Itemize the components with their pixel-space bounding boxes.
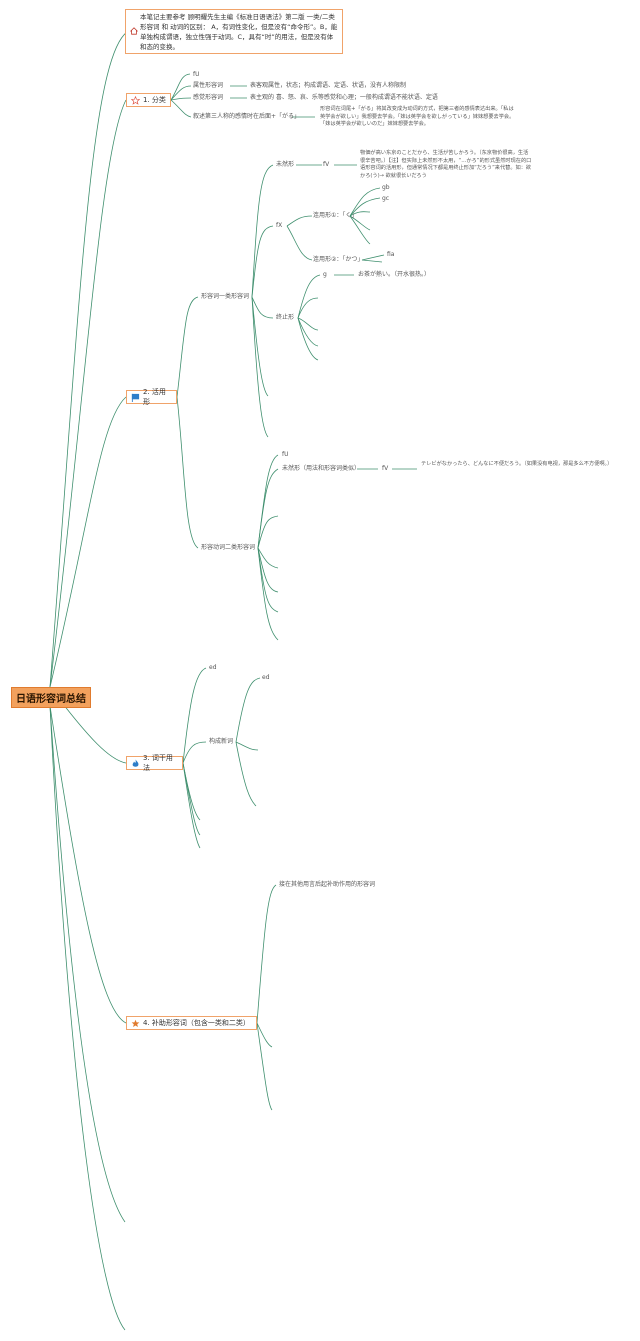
topic-auxiliary-label: 4. 补助形容词（包含一类和二类） bbox=[143, 1019, 250, 1027]
node-i-adjective[interactable]: 形容词一类形容词 bbox=[201, 293, 250, 300]
flag-icon bbox=[131, 393, 140, 402]
flame-icon bbox=[131, 758, 140, 768]
topic-classification[interactable]: 1. 分类 bbox=[126, 93, 171, 107]
node-na-adjective[interactable]: 形容动词二类形容词 bbox=[201, 544, 256, 551]
node-b3-ed[interactable]: ed bbox=[209, 664, 217, 671]
node-ku-gb[interactable]: gb bbox=[382, 184, 390, 191]
topic-conjugation[interactable]: 2. 活用形 bbox=[126, 388, 177, 406]
node-garu[interactable]: 叙述第三人称的感情时在后面+「がる」 bbox=[193, 113, 301, 120]
node-sense-adjective[interactable]: 感觉形容词 bbox=[193, 94, 224, 101]
node-shushikei-g[interactable]: g bbox=[323, 271, 327, 278]
node-katsu-fia[interactable]: fia bbox=[387, 251, 395, 258]
topic-stem-usage[interactable]: 3. 词干用法 bbox=[126, 754, 183, 772]
node-na-fU[interactable]: fU bbox=[282, 451, 289, 458]
node-na-mizenkei-desc[interactable]: テレビがなかったら、どんなに不便だろう。（如果没有电视，那是多么不方便啊。） bbox=[421, 461, 613, 467]
node-new-word-ed[interactable]: ed bbox=[262, 674, 270, 681]
node-sense-desc[interactable]: 表主观的 喜、怒、哀、乐等感觉和心理；一般构成谓语不能状语、定语 bbox=[250, 94, 438, 101]
node-ku-gc[interactable]: gc bbox=[382, 195, 390, 202]
node-mizenkei-code[interactable]: fV bbox=[323, 161, 330, 168]
node-new-word[interactable]: 构成新词 bbox=[209, 738, 234, 745]
node-na-mizenkei-code[interactable]: fV bbox=[382, 465, 389, 472]
topic-stem-usage-label: 3. 词干用法 bbox=[143, 754, 173, 772]
node-na-mizenkei[interactable]: 未然形（用法和形容词类似） bbox=[282, 465, 361, 472]
topic-auxiliary-adjective[interactable]: 4. 补助形容词（包含一类和二类） bbox=[126, 1016, 257, 1030]
node-renyokei-ku[interactable]: 连用形①：「く」 bbox=[313, 212, 358, 219]
node-renyokei[interactable]: fX bbox=[276, 222, 283, 229]
star-outline-icon bbox=[131, 95, 140, 105]
node-attribute-desc[interactable]: 表客观属性，状态；构成谓语、定语、状语，没有人称限制 bbox=[250, 82, 407, 89]
star-filled-icon bbox=[131, 1019, 140, 1028]
node-shushikei[interactable]: 终止形 bbox=[276, 314, 295, 321]
node-garu-desc[interactable]: 形容词在词尾+「がる」将其改变成为动词的方式，把第三者的感情表达出来。「私は英学… bbox=[320, 106, 515, 127]
root-topic[interactable]: 日语形容词总结 bbox=[11, 687, 91, 708]
node-attribute-adjective[interactable]: 属性形容词 bbox=[193, 82, 224, 89]
node-auxiliary-desc[interactable]: 接在其他用言后起补助作用的形容词 bbox=[279, 881, 376, 888]
home-icon bbox=[129, 27, 139, 35]
topic-classification-label: 1. 分类 bbox=[143, 96, 166, 104]
topic-conjugation-label: 2. 活用形 bbox=[143, 388, 166, 406]
intro-note[interactable]: 本笔记主要参考 顾明耀先生主编《标准日语语法》第二版 一类/二类形容词 和 动词… bbox=[125, 9, 343, 54]
node-renyokei-katsu[interactable]: 连用形②：「かつ」 bbox=[313, 256, 364, 263]
node-shushikei-example[interactable]: お茶が熱い。（开水很热。） bbox=[358, 271, 431, 278]
node-mizenkei-desc[interactable]: 物価が高い东京のことだから、生活が苦しかろう。（东京物价很高，生活很辛苦吧。）【… bbox=[360, 150, 532, 179]
intro-note-text: 本笔记主要参考 顾明耀先生主编《标准日语语法》第二版 一类/二类形容词 和 动词… bbox=[140, 13, 338, 51]
node-mizenkei[interactable]: 未然形 bbox=[276, 161, 295, 168]
node-b1-c1[interactable]: fU bbox=[193, 71, 200, 78]
